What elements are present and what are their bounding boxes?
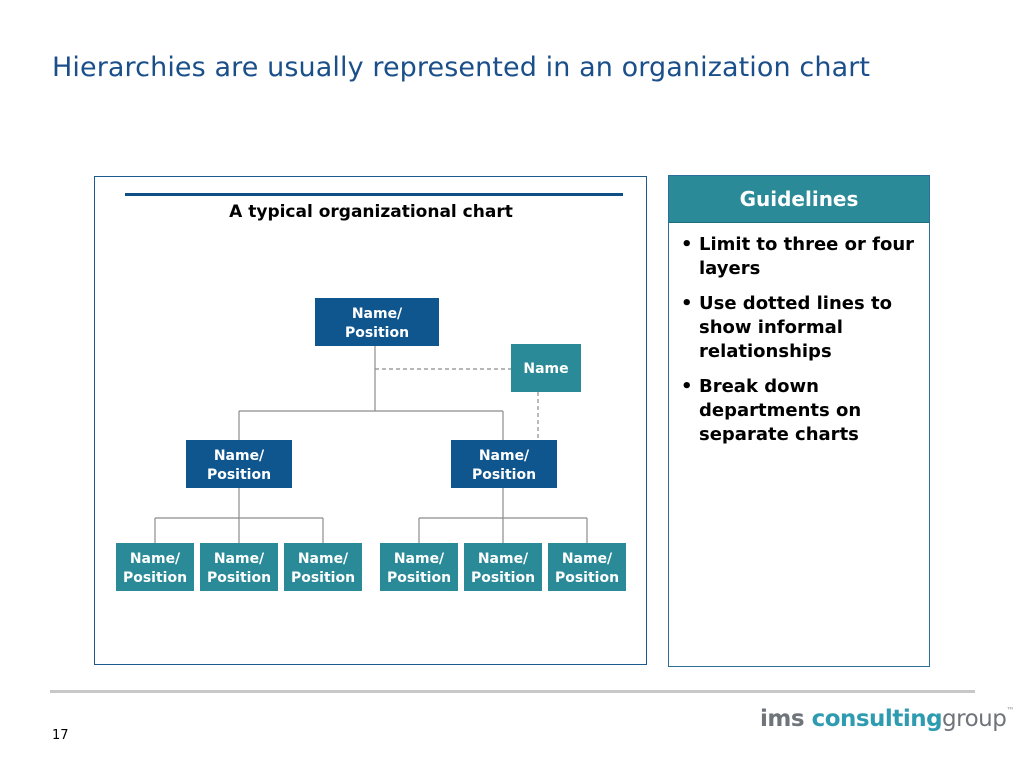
logo-text-ims: ims	[760, 706, 805, 732]
org-node-leaf-3-line1: Name/	[298, 551, 349, 567]
org-node-side: Name	[511, 344, 581, 392]
guideline-item: • Use dotted lines to show informal rela…	[679, 292, 919, 364]
bullet-icon: •	[681, 376, 693, 397]
org-node-leaf-2-line1: Name/	[214, 551, 265, 567]
org-node-leaf-2: Name/ Position	[200, 543, 278, 591]
org-chart-diagram: Name/ Position Name Name/ Position Name/…	[116, 298, 626, 591]
guideline-text: Break down departments on separate chart…	[699, 376, 862, 445]
org-node-top-line2: Position	[345, 325, 409, 341]
bullet-icon: •	[681, 293, 693, 314]
guideline-text: Use dotted lines to show informal relati…	[699, 293, 892, 362]
org-node-leaf-1: Name/ Position	[116, 543, 194, 591]
logo-text-group: group	[942, 706, 1007, 732]
slide-title: Hierarchies are usually represented in a…	[52, 52, 871, 83]
org-node-leaf-3: Name/ Position	[284, 543, 362, 591]
org-node-leaf-6-line1: Name/	[562, 551, 613, 567]
guideline-item: • Break down departments on separate cha…	[679, 375, 919, 447]
org-node-leaf-2-line2: Position	[207, 570, 271, 586]
org-node-leaf-5-line2: Position	[471, 570, 535, 586]
guidelines-header: Guidelines	[669, 176, 929, 223]
org-node-leaf-5: Name/ Position	[464, 543, 542, 591]
org-node-mid-left-line1: Name/	[214, 448, 265, 464]
logo-trademark: ™	[1006, 706, 1014, 715]
ims-consulting-group-logo: ims consultinggroup™	[760, 706, 1014, 732]
org-node-mid-right-line1: Name/	[479, 448, 530, 464]
guideline-item: • Limit to three or four layers	[679, 233, 919, 281]
org-node-top: Name/ Position	[315, 298, 439, 346]
bullet-icon: •	[681, 234, 693, 255]
org-node-leaf-1-line2: Position	[123, 570, 187, 586]
org-node-mid-left: Name/ Position	[186, 440, 292, 488]
org-node-leaf-1-line1: Name/	[130, 551, 181, 567]
chart-title-rule	[125, 193, 623, 196]
org-node-leaf-4-line1: Name/	[394, 551, 445, 567]
org-node-leaf-4-line2: Position	[387, 570, 451, 586]
page-number: 17	[52, 728, 69, 743]
org-node-mid-left-line2: Position	[207, 467, 271, 483]
footer-rule	[50, 690, 975, 693]
org-node-mid-right: Name/ Position	[451, 440, 557, 488]
guidelines-panel: Guidelines • Limit to three or four laye…	[668, 175, 930, 667]
guideline-text: Limit to three or four layers	[699, 234, 915, 279]
guidelines-list: • Limit to three or four layers • Use do…	[669, 223, 929, 447]
chart-title: A typical organizational chart	[229, 202, 513, 222]
org-chart-panel: A typical organizational chart Name/ Pos…	[94, 176, 647, 665]
org-node-top-line1: Name/	[352, 306, 403, 322]
org-node-leaf-6-line2: Position	[555, 570, 619, 586]
logo-text-consulting: consulting	[811, 706, 943, 732]
org-node-leaf-4: Name/ Position	[380, 543, 458, 591]
org-node-mid-right-line2: Position	[472, 467, 536, 483]
org-node-leaf-5-line1: Name/	[478, 551, 529, 567]
org-node-leaf-3-line2: Position	[291, 570, 355, 586]
org-node-side-label: Name	[523, 361, 568, 377]
org-node-leaf-6: Name/ Position	[548, 543, 626, 591]
